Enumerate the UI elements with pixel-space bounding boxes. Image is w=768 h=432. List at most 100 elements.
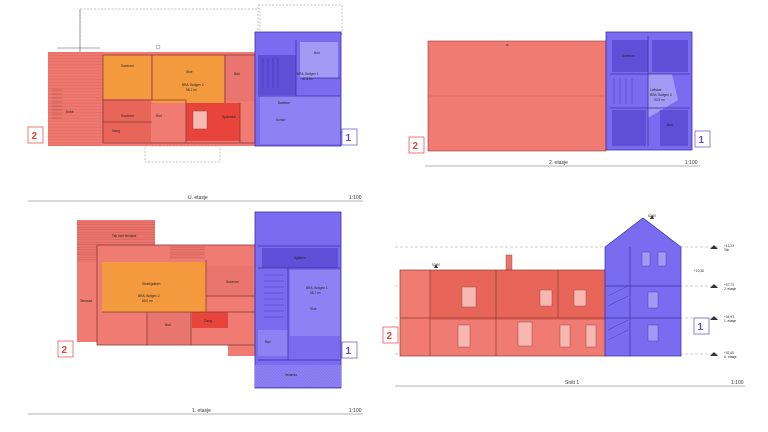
label-kjok1-first: Kjøkken bbox=[294, 256, 306, 260]
unit-2-ground-terrace bbox=[48, 52, 103, 146]
room-orange-b bbox=[152, 55, 224, 103]
height-top-marker-icon bbox=[650, 215, 654, 219]
chimney bbox=[505, 254, 513, 271]
level-marker-icon bbox=[710, 284, 718, 288]
veranda-first bbox=[255, 365, 341, 387]
room-sov-second bbox=[612, 40, 648, 72]
label-bolig1-second: BRA: Boligen 3 bbox=[650, 93, 672, 97]
unit-1-number-section: 1 bbox=[698, 322, 704, 333]
room-bad-second bbox=[660, 110, 688, 146]
room-bad-first bbox=[147, 312, 191, 344]
room-bad1-first bbox=[258, 330, 288, 356]
label-sov-first: Soverom bbox=[226, 280, 239, 284]
label-stue1-first: Stue bbox=[310, 307, 317, 311]
room-hall bbox=[225, 55, 255, 101]
room-kjok1-first bbox=[262, 248, 338, 268]
room-light-a bbox=[260, 96, 340, 144]
room-stue-first bbox=[102, 262, 206, 312]
label-loft-second: Loftstue bbox=[650, 88, 662, 92]
label-bolig1-first: BRA: Boligen 1 bbox=[306, 286, 328, 290]
label-veranda-first: Veranda bbox=[285, 373, 297, 377]
label-bolig1-ground: BRA: Boligen 1 bbox=[297, 72, 319, 76]
label-bolig2-ground: BRA: Boligen 2 bbox=[182, 83, 204, 87]
room-gang-first bbox=[192, 312, 228, 328]
room-orange-a bbox=[103, 55, 151, 99]
label-bad1-ground: Bod bbox=[314, 51, 320, 55]
label-bad-second: Bad bbox=[667, 123, 673, 127]
room-sov-first bbox=[207, 266, 253, 296]
label-bad-ground: Bad bbox=[234, 72, 240, 76]
roof-marker: ⊠ bbox=[506, 43, 509, 47]
level-value-4: +04,93 bbox=[724, 315, 734, 319]
room-entre-first bbox=[228, 328, 256, 356]
label-sov2-ground: Soverom bbox=[121, 64, 134, 68]
title-ground: U. etasje bbox=[188, 195, 208, 201]
unit-2-number-section: 2 bbox=[387, 331, 393, 342]
label-bad-first: Bad bbox=[165, 323, 171, 327]
room-loft-second bbox=[648, 74, 678, 118]
panel-section: 52,80 52,90 +13,23 Tak +10,36 +07,73 2. … bbox=[382, 214, 745, 387]
label-stue-ground: Stue bbox=[186, 70, 193, 74]
level-marker-icon bbox=[710, 245, 718, 249]
room-stue1-first bbox=[290, 270, 340, 336]
room-sov2-second bbox=[652, 40, 688, 72]
label-terr-first: Terrasse bbox=[80, 299, 92, 303]
label-gang-first: Gang bbox=[204, 319, 212, 323]
unit-1-number-first: 1 bbox=[346, 346, 352, 357]
level-tag-3: 2. etasje bbox=[724, 287, 736, 291]
level-value-2: +10,36 bbox=[694, 269, 704, 273]
level-value-1: +13,23 bbox=[724, 244, 734, 248]
level-marker-icon bbox=[710, 316, 718, 320]
north-marker-icon bbox=[155, 44, 161, 50]
label-kjokken-ground: Spisestue bbox=[222, 115, 236, 119]
unit-1-tag-section bbox=[693, 317, 710, 335]
level-tag-1: Tak bbox=[724, 248, 729, 252]
unit-1-number-ground: 1 bbox=[346, 133, 352, 144]
unit-2-tag-ground bbox=[27, 126, 44, 144]
area-bolig2-ground: 98,1 m² bbox=[186, 88, 197, 92]
scale-second: 1:100 bbox=[685, 160, 698, 166]
unit-2-number-ground: 2 bbox=[32, 131, 38, 142]
porch-outline bbox=[144, 145, 221, 163]
level-marker-icon bbox=[710, 352, 718, 356]
label-sov3-ground: Soverom bbox=[121, 114, 134, 118]
unit-1-tag-second bbox=[694, 130, 711, 148]
label-sov-second: Soverom bbox=[622, 54, 635, 58]
terrace-outline bbox=[257, 4, 343, 36]
label-tak-first: Tak over terrasse bbox=[112, 234, 137, 238]
level-value-5: +02,40 bbox=[724, 351, 734, 355]
area-bolig1-second: 32,9 m² bbox=[654, 98, 665, 102]
room-dark-a bbox=[258, 55, 296, 95]
label-tekn-ground: Kontor bbox=[276, 118, 286, 122]
area-bolig2-first: 89,0 m² bbox=[142, 299, 153, 303]
terrace-first bbox=[77, 262, 97, 342]
room-sov3-second bbox=[612, 110, 646, 146]
label-stue-first: Stue/kjøkken bbox=[142, 282, 161, 286]
room-red-a bbox=[103, 100, 151, 142]
level-tag-5: U. etasje bbox=[724, 355, 737, 359]
unit-2-number-first: 2 bbox=[62, 345, 68, 356]
panel-first-floor: Tak over terrasse Stue/kjøkken BRA: Boli… bbox=[28, 211, 363, 415]
title-second: 2. etasje bbox=[549, 160, 568, 166]
unit-2-tag-first bbox=[57, 340, 74, 358]
area-bolig1-first: 58,7 m² bbox=[310, 291, 321, 295]
level-tag-4: 1. etasje bbox=[724, 319, 736, 323]
title-first: 1. etasje bbox=[192, 408, 211, 414]
unit-1-number-second: 1 bbox=[699, 135, 705, 146]
level-tags: +13,23 Tak +10,36 +07,73 2. etasje +04,9… bbox=[694, 244, 737, 359]
height-left-marker-icon bbox=[434, 264, 438, 268]
title-section: Snitt 1 bbox=[565, 380, 579, 386]
label-gang2-ground: Badekar bbox=[278, 101, 291, 105]
label-bod-ground: Bod bbox=[156, 114, 162, 118]
unit-1-tag-ground bbox=[341, 128, 358, 146]
area-bolig1-ground: 47,8 m² bbox=[302, 77, 313, 81]
dining-table bbox=[192, 110, 208, 130]
level-value-3: +07,73 bbox=[724, 283, 734, 287]
panel-ground-floor: BRA: Boligen 2 98,1 m² BRA: Boligen 1 47… bbox=[27, 4, 363, 202]
label-bad1-first: Bad bbox=[265, 340, 271, 344]
label-entre-ground: Entré bbox=[66, 110, 74, 114]
scale-first: 1:100 bbox=[349, 408, 362, 414]
unit-2-tag-section bbox=[382, 326, 399, 344]
panel-second-floor: ⊠ Loftstue BRA: Boligen 3 32,9 m² Sovero… bbox=[408, 31, 711, 167]
